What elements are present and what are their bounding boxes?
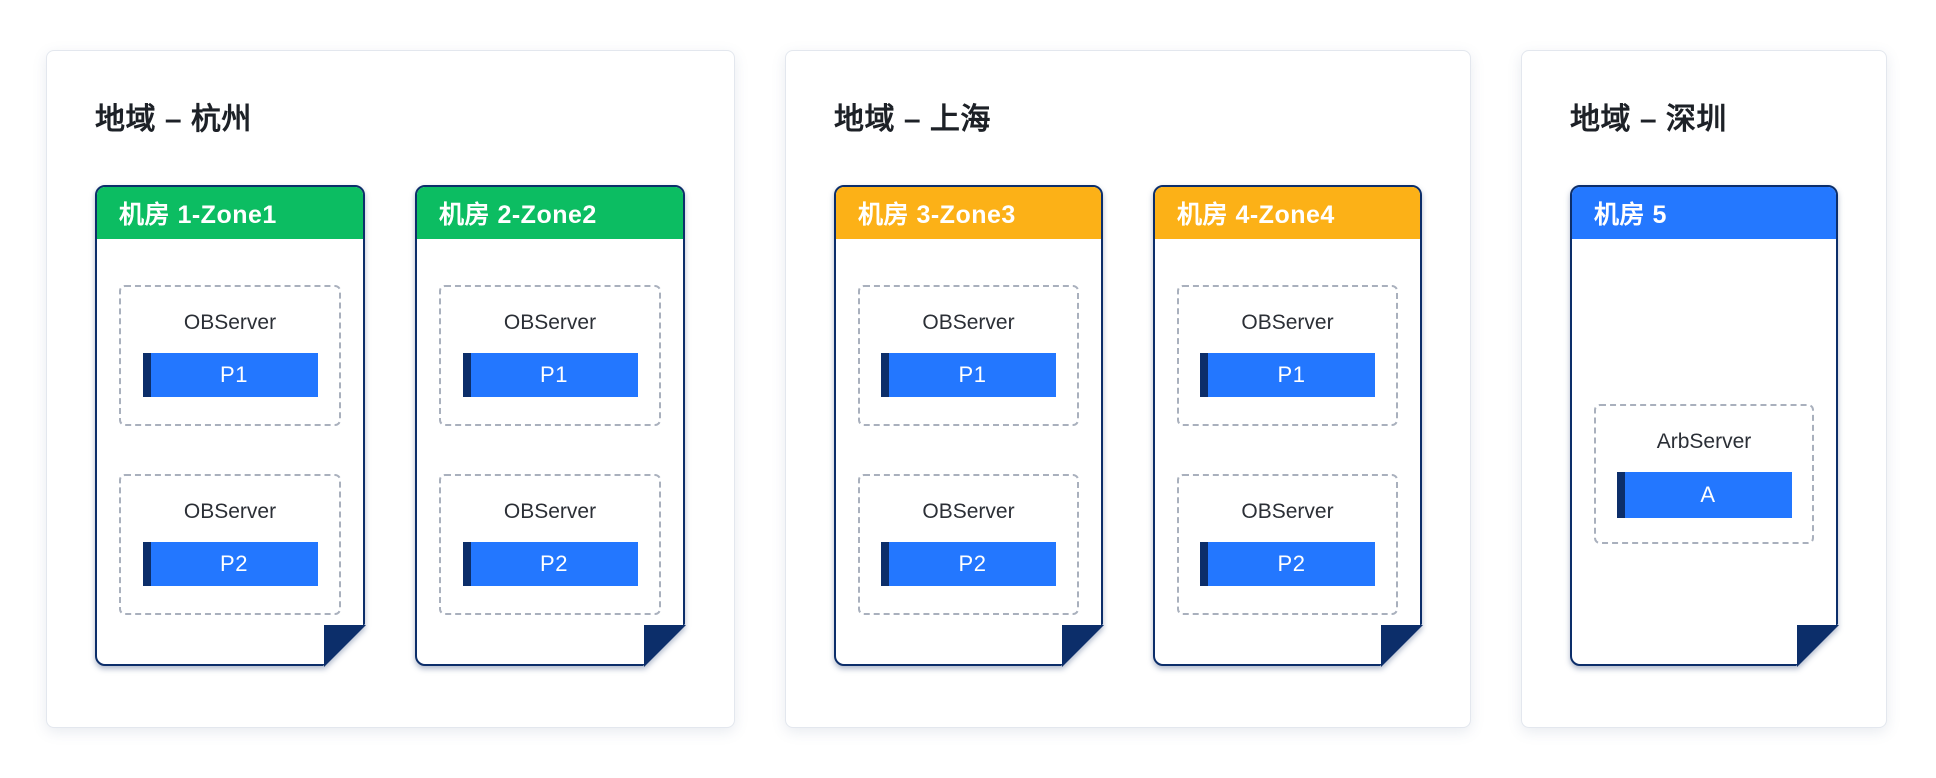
- region-title: 地域 – 上海: [834, 103, 991, 136]
- zone-sheet: 机房 3-Zone3 OBServer P1 OBServer P2: [834, 185, 1103, 666]
- server-type-label: OBServer: [1241, 311, 1334, 334]
- zone-title: 机房 2-Zone2: [439, 201, 597, 229]
- server-box: ArbServer A: [1594, 404, 1814, 544]
- server-box: OBServer P1: [1177, 285, 1398, 426]
- server-type-label: OBServer: [183, 500, 277, 523]
- folded-corner-icon: [324, 625, 366, 667]
- partition-bar: P1: [463, 353, 638, 397]
- zone-header: 机房 1-Zone1: [97, 187, 363, 239]
- zone-card-zone5: 机房 5 ArbServer A: [1570, 185, 1839, 667]
- folded-corner-icon: [1062, 625, 1104, 667]
- arbiter-bar: A: [1617, 472, 1792, 518]
- region-card-hangzhou: 地域 – 杭州 机房 1-Zone1 OBServer P1: [46, 50, 735, 728]
- zone-card-zone3: 机房 3-Zone3 OBServer P1 OBServer P2: [834, 185, 1104, 667]
- zone-header: 机房 3-Zone3: [836, 187, 1101, 239]
- zone-body: OBServer P1 OBServer P2: [836, 239, 1101, 664]
- server-type-label: OBServer: [922, 500, 1015, 523]
- partition-bar: P1: [881, 353, 1056, 397]
- zone-sheet: 机房 4-Zone4 OBServer P1 OBServer P2: [1153, 185, 1422, 666]
- server-type-label: OBServer: [1241, 500, 1334, 523]
- server-type-label: OBServer: [503, 311, 597, 334]
- server-type-label: OBServer: [503, 500, 597, 523]
- server-box: OBServer P2: [858, 474, 1079, 615]
- server-type-label: OBServer: [183, 311, 277, 334]
- zone-card-zone4: 机房 4-Zone4 OBServer P1 OBServer P2: [1153, 185, 1423, 667]
- partition-bar: P2: [143, 542, 318, 586]
- partition-bar: P2: [1200, 542, 1375, 586]
- zone-header: 机房 4-Zone4: [1155, 187, 1420, 239]
- server-box: OBServer P2: [119, 474, 341, 615]
- server-type-label: OBServer: [922, 311, 1015, 334]
- partition-label: P1: [958, 362, 987, 387]
- folded-corner-icon: [1381, 625, 1423, 667]
- zone-card-zone2: 机房 2-Zone2 OBServer P1 OBServer P2: [415, 185, 686, 667]
- zone-header: 机房 2-Zone2: [417, 187, 683, 239]
- partition-bar: P2: [881, 542, 1056, 586]
- zone-body: ArbServer A: [1572, 239, 1836, 664]
- folded-corner-icon: [1797, 625, 1839, 667]
- partition-label: P1: [220, 362, 248, 387]
- zone-sheet: 机房 1-Zone1 OBServer P1 OBServer P2: [95, 185, 365, 666]
- arbiter-label: A: [1700, 482, 1716, 507]
- server-box: OBServer P1: [858, 285, 1079, 426]
- partition-bar: P2: [463, 542, 638, 586]
- server-box: OBServer P2: [1177, 474, 1398, 615]
- zone-row: 机房 5 ArbServer A: [1570, 185, 1839, 667]
- zone-row: 机房 1-Zone1 OBServer P1 OBServer P2: [95, 185, 686, 667]
- partition-label: P1: [1277, 362, 1306, 387]
- zone-body: OBServer P1 OBServer P2: [97, 239, 363, 664]
- server-box: OBServer P2: [439, 474, 661, 615]
- region-card-shenzhen: 地域 – 深圳 机房 5 ArbServer A: [1521, 50, 1887, 728]
- zone-row: 机房 3-Zone3 OBServer P1 OBServer P2: [834, 185, 1423, 667]
- zone-header: 机房 5: [1572, 187, 1836, 239]
- partition-bar: P1: [143, 353, 318, 397]
- zone-sheet: 机房 5 ArbServer A: [1570, 185, 1838, 666]
- partition-label: P1: [540, 362, 568, 387]
- partition-label: P2: [220, 551, 248, 576]
- region-title: 地域 – 杭州: [95, 103, 252, 136]
- folded-corner-icon: [644, 625, 686, 667]
- partition-bar: P1: [1200, 353, 1375, 397]
- partition-label: P2: [540, 551, 568, 576]
- server-box: OBServer P1: [439, 285, 661, 426]
- zone-title: 机房 4-Zone4: [1177, 201, 1335, 229]
- zone-body: OBServer P1 OBServer P2: [417, 239, 683, 664]
- zone-title: 机房 5: [1594, 201, 1667, 229]
- zone-title: 机房 3-Zone3: [858, 201, 1016, 229]
- zone-body: OBServer P1 OBServer P2: [1155, 239, 1420, 664]
- region-title: 地域 – 深圳: [1570, 103, 1727, 136]
- server-type-label: ArbServer: [1656, 430, 1752, 453]
- region-card-shanghai: 地域 – 上海 机房 3-Zone3 OBServer P1: [785, 50, 1471, 728]
- partition-label: P2: [958, 551, 987, 576]
- zone-sheet: 机房 2-Zone2 OBServer P1 OBServer P2: [415, 185, 685, 666]
- server-box: OBServer P1: [119, 285, 341, 426]
- partition-label: P2: [1277, 551, 1306, 576]
- zone-card-zone1: 机房 1-Zone1 OBServer P1 OBServer P2: [95, 185, 366, 667]
- zone-title: 机房 1-Zone1: [119, 201, 277, 229]
